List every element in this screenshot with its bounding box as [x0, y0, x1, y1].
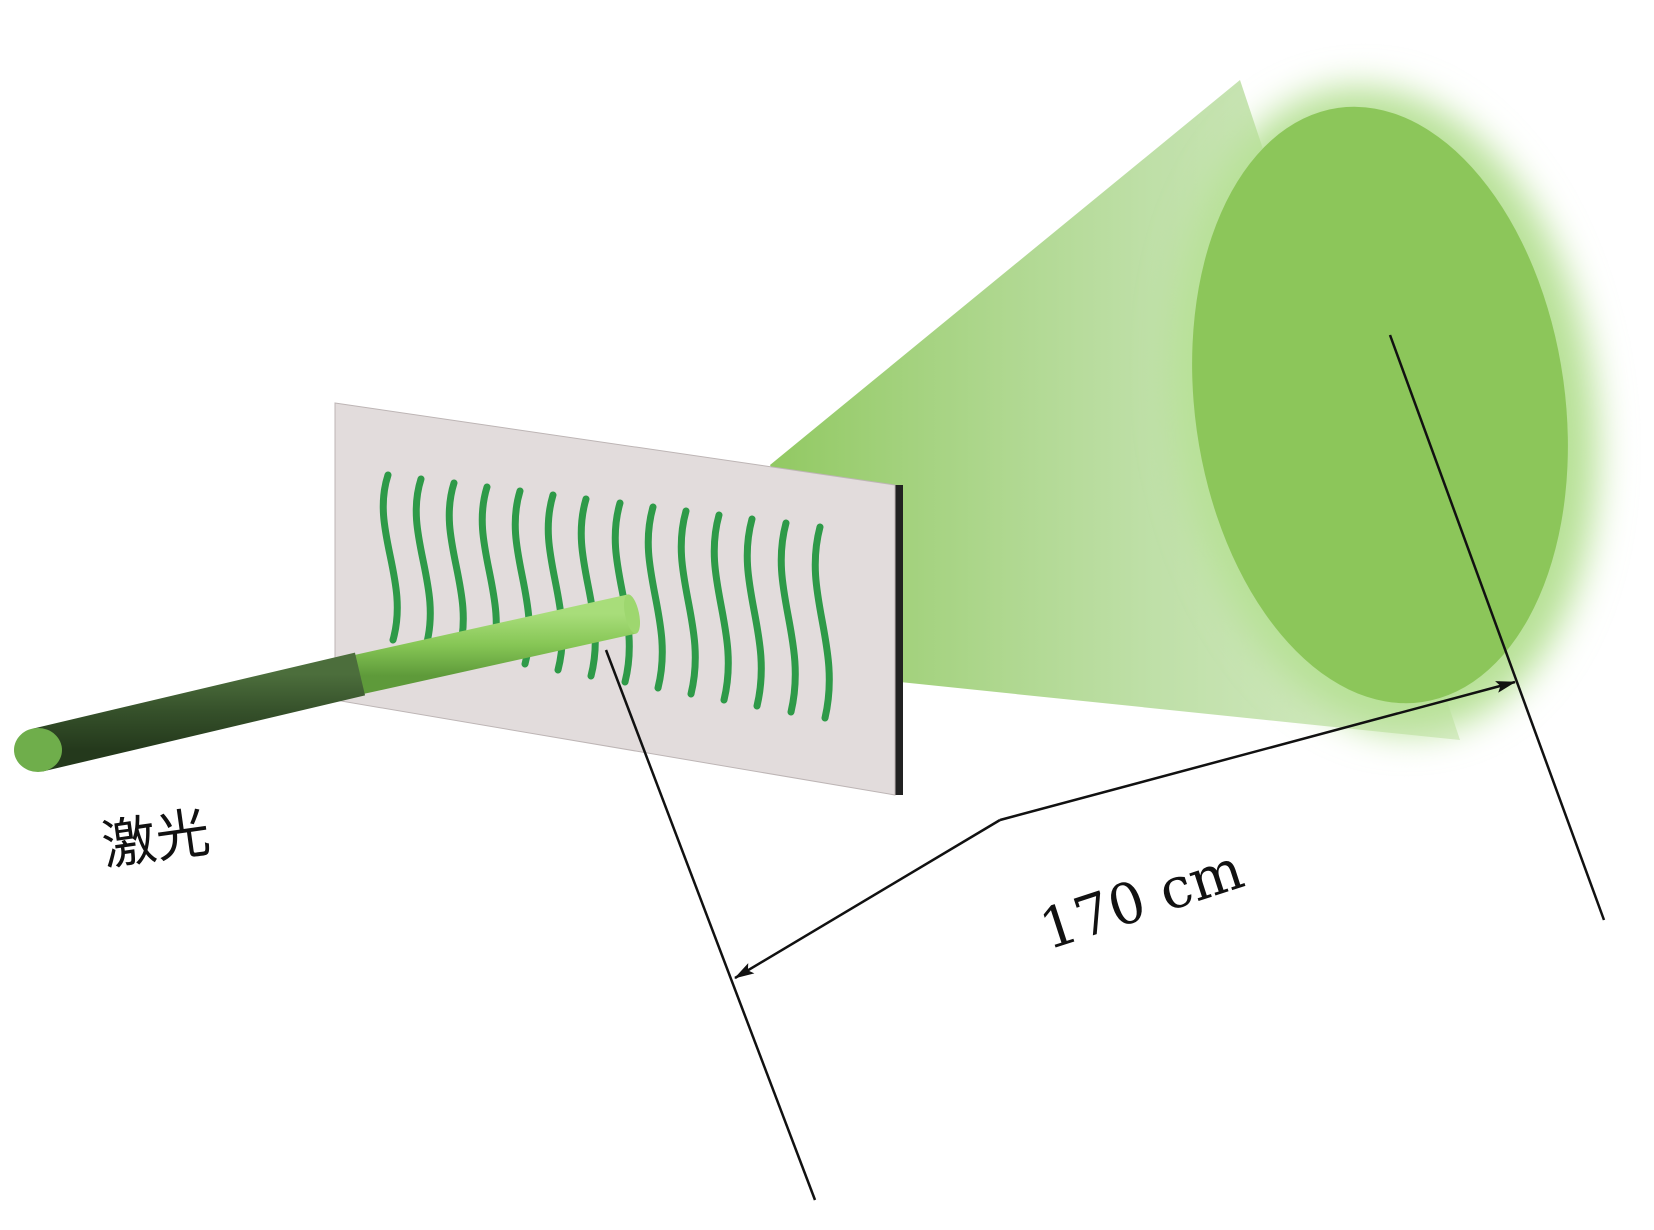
distance-arrow-left — [734, 818, 1001, 980]
extension-line-left — [604, 649, 817, 1201]
laser-body — [32, 652, 366, 772]
laser-beam-tube — [347, 594, 637, 696]
laser-end-cap — [14, 728, 62, 772]
slit — [677, 507, 699, 698]
slit — [710, 511, 732, 704]
diverging-beam-icon — [770, 80, 1598, 740]
slit — [811, 523, 833, 722]
laser-label: 激光 — [98, 800, 214, 877]
diffraction-spot — [1192, 106, 1568, 704]
distance-dimension — [604, 334, 1606, 1201]
distance-arrow-right — [999, 680, 1516, 822]
slit — [611, 499, 633, 686]
plate-side-edge — [895, 485, 903, 795]
slit — [743, 515, 765, 710]
slit — [777, 519, 799, 716]
slit — [644, 503, 666, 692]
slit — [577, 495, 599, 680]
laser-beam-tip — [623, 594, 641, 634]
extension-line-right — [1388, 334, 1606, 921]
slit — [445, 479, 467, 656]
slit — [379, 471, 401, 644]
laser-pointer-icon — [14, 594, 641, 772]
distance-label: 170 cm — [1032, 837, 1251, 963]
slit — [412, 475, 434, 650]
